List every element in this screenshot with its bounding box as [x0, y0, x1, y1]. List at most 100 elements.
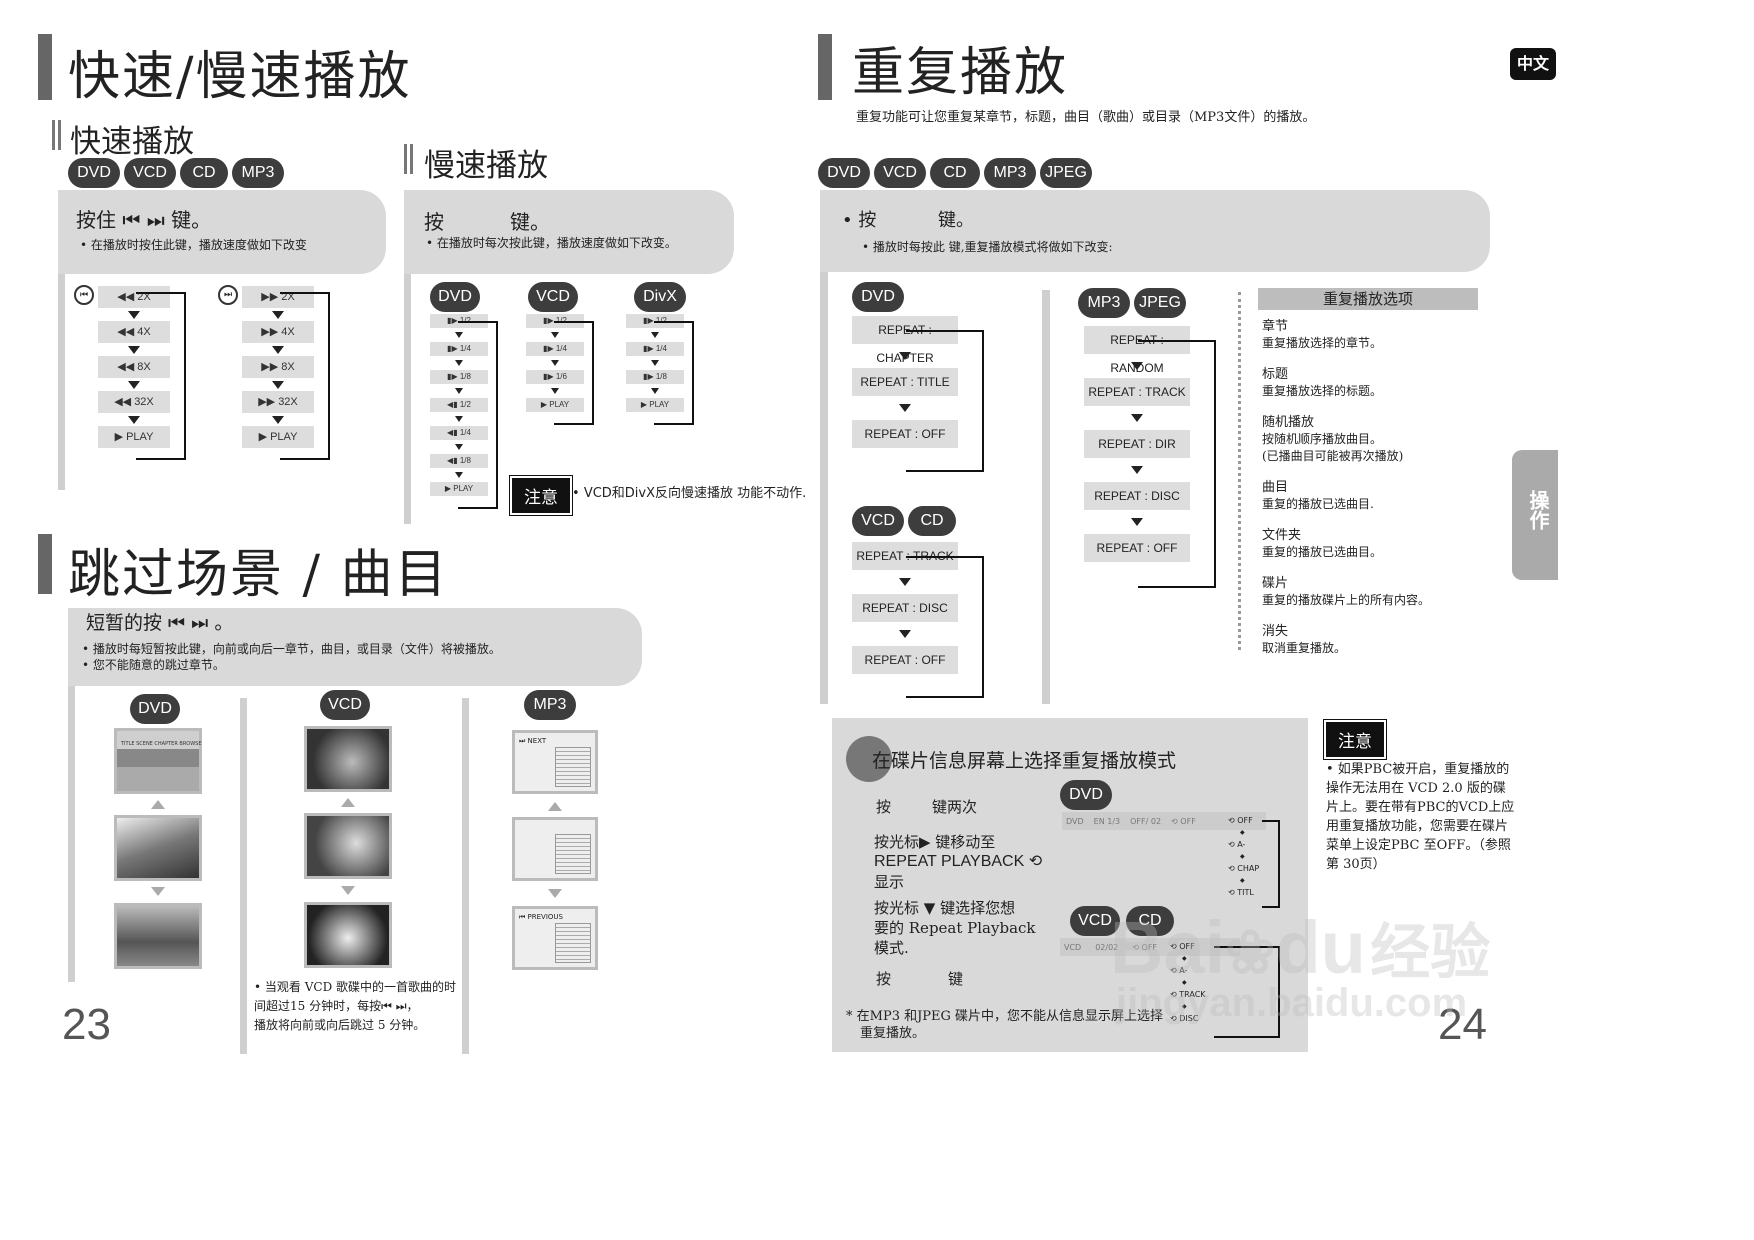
step-box: ▮▶ 1/4: [430, 342, 488, 356]
step-box: REPEAT : DIR: [1084, 430, 1190, 458]
step-box: ▮▶ 1/6: [526, 370, 584, 384]
step-box: ◀◀ 8X: [98, 356, 170, 378]
step-box: ▮▶ 1/8: [626, 370, 684, 384]
down-arrow-row: [626, 328, 684, 342]
loop-line: [1138, 340, 1216, 588]
option-name: 碟片: [1262, 576, 1289, 591]
step-box: REPEAT : DISC: [852, 594, 958, 622]
down-arrow-row: [430, 356, 488, 370]
repeat-dvd-badge: DVD: [852, 282, 904, 312]
skip-bullet-1-text: 播放时每短暂按此键，向前或向后一章节，曲目，或目录（文件）将被播放。: [92, 642, 501, 656]
slow-instruction-b: 键。: [510, 210, 550, 234]
disc-badge: MP3: [984, 158, 1036, 188]
side-tab-label: 操作: [1526, 490, 1550, 530]
repeat-menu-item: ⟲ A-: [1170, 966, 1188, 975]
skip-bullet-2-text: 您不能随意的跳过章节。: [92, 658, 225, 672]
repeat-menu-item: ⟲ A-: [1228, 840, 1246, 849]
slow-note: • 在播放时每次按此键，播放速度做如下改变。: [426, 236, 677, 250]
caution-text: • VCD和DivX反向慢速播放 功能不动作.: [572, 486, 807, 501]
down-arrow-row: [242, 308, 314, 321]
option-desc: 重复播放选择的章节。: [1262, 336, 1383, 350]
side-bar: [820, 272, 828, 704]
dvd-scene-thumb: [114, 903, 202, 969]
up-arrow: [548, 802, 562, 811]
loop-line: [136, 292, 186, 460]
down-arrow-row: [242, 378, 314, 391]
forward-steps: ▶▶ 2X▶▶ 4X▶▶ 8X▶▶ 32X▶ PLAY: [242, 286, 314, 448]
fast-note-text: 在播放时按住此键，播放速度做如下改变: [90, 238, 307, 252]
subtitle-bar: [404, 144, 413, 174]
fast-play-title: 快速播放: [70, 124, 194, 160]
repeat-menu-item: ⟲ OFF: [1170, 942, 1195, 951]
vcd-scene-thumb: [304, 726, 392, 792]
vcd-note-line-3: 播放将向前或向后跳过 5 分钟。: [254, 1018, 426, 1032]
step-box: ▶ PLAY: [242, 426, 314, 448]
loop-line: [554, 321, 594, 425]
down-arrow-row: [526, 356, 584, 370]
slow-vcd-badge: VCD: [528, 282, 578, 312]
skip-mp3-badge: MP3: [524, 690, 576, 720]
option-desc: 重复的播放已选曲目。: [1262, 545, 1383, 559]
down-arrow-row: [526, 328, 584, 342]
info-vcd-badge: VCD: [1070, 906, 1120, 936]
down-arrow-row: [98, 413, 170, 426]
disc-badge: VCD: [124, 158, 176, 188]
vcd-note-line-2: 间超过15 分钟时，每按⏮ ⏭，: [254, 999, 419, 1013]
slow-instruction-a: 按: [424, 210, 444, 234]
caution-text-body: VCD和DivX反向慢速播放 功能不动作.: [583, 486, 807, 501]
repeat-cd-badge: CD: [908, 506, 956, 536]
language-tag: 中文: [1510, 48, 1556, 80]
title-bar: [38, 34, 52, 100]
vcd-repeat-menu: ⟲ OFF◆⟲ A-◆⟲ TRACK◆⟲ DISC: [1170, 940, 1226, 1026]
osd-item: 02/02: [1095, 942, 1119, 952]
mp3-file-list: [555, 834, 591, 874]
vcd-scene-thumb: [304, 902, 392, 968]
side-tab: 操作: [1512, 450, 1558, 580]
step-box: ▮▶ 1/4: [626, 342, 684, 356]
small-diamond-icon: ◆: [1182, 955, 1187, 962]
small-diamond-icon: ◆: [1182, 1003, 1187, 1010]
up-arrow: [341, 886, 355, 895]
info-title: 在碟片信息屏幕上选择重复播放模式: [872, 750, 1177, 772]
vcd-note-line-1: 当观看 VCD 歌碟中的一首歌曲的时: [264, 980, 457, 994]
info-step1-a: 按: [876, 798, 892, 816]
repeat-option: 碟片重复的播放碟片上的所有内容。: [1262, 575, 1502, 609]
info-footnote-line2: 重复播放。: [860, 1026, 926, 1041]
info-panel: [832, 718, 1308, 1052]
slow-divx-badge: DivX: [634, 282, 686, 312]
info-step3-line1: 按光标 ▼ 键选择您想: [874, 899, 1016, 917]
step-box: ▶▶ 2X: [242, 286, 314, 308]
repeat-menu-item: ⟲ DISC: [1170, 1014, 1199, 1023]
step-box: REPEAT : DISC: [1084, 482, 1190, 510]
dotted-divider: [1238, 292, 1241, 650]
small-diamond-icon: ◆: [1240, 877, 1245, 884]
down-arrow-icon: [128, 415, 140, 424]
down-arrow-icon: [1131, 414, 1143, 422]
caution-line: 菜单上设定PBC 至OFF。（参照: [1326, 838, 1511, 853]
option-name: 随机播放: [1262, 415, 1315, 430]
step-box: ▶ PLAY: [430, 482, 488, 496]
down-arrow-row: [626, 356, 684, 370]
skip-bullet-1: • 播放时每短暂按此键，向前或向后一章节，曲目，或目录（文件）将被播放。: [82, 642, 501, 656]
down-arrow-icon: [455, 360, 463, 366]
info-step1-b: 键两次: [932, 798, 978, 816]
down-arrow-row: [1084, 406, 1190, 430]
step-box: ▶ PLAY: [98, 426, 170, 448]
caution-tag: 注意: [509, 475, 573, 516]
down-arrow-icon: [128, 380, 140, 389]
step-box: REPEAT : OFF: [852, 420, 958, 448]
loop-line: [654, 321, 694, 425]
step-box: REPEAT : TRACK: [1084, 378, 1190, 406]
option-name: 文件夹: [1262, 528, 1302, 543]
step-box: ▮▶ 1/4: [526, 342, 584, 356]
slow-dvd-badge: DVD: [430, 282, 480, 312]
option-desc: 按随机顺序播放曲目。: [1262, 432, 1383, 446]
option-desc: 重复的播放已选曲目.: [1262, 497, 1374, 511]
option-name: 消失: [1262, 624, 1289, 639]
title-bar: [38, 534, 52, 594]
repeat-instruction-box: [820, 190, 1490, 272]
repeat-option: 消失取消重复播放。: [1262, 623, 1502, 657]
caution-line: 操作无法用在 VCD 2.0 版的碟: [1326, 781, 1506, 796]
info-step2: 按光标▶ 键移动至 REPEAT PLAYBACK ⟲ 显示: [874, 832, 1042, 892]
